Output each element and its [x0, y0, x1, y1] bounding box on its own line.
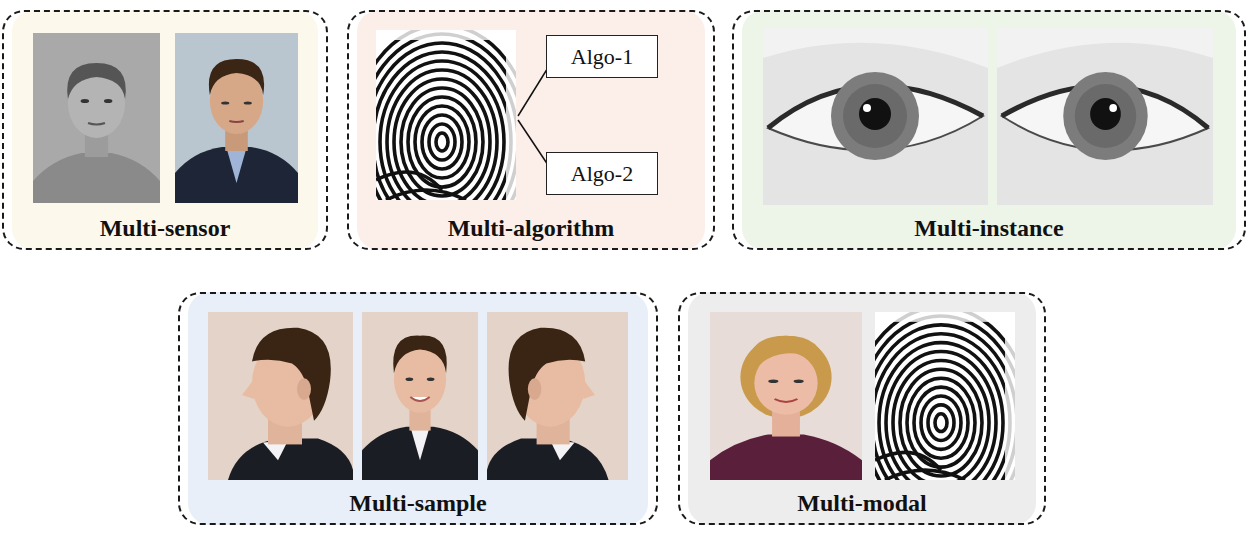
category-label: Multi-instance: [734, 215, 1244, 242]
category-panel: Multi-modal: [678, 292, 1046, 525]
category-label: Multi-sample: [180, 490, 656, 517]
algorithm-box: Algo-2: [546, 152, 658, 195]
category-label: Multi-modal: [680, 490, 1044, 517]
category-panel: Multi-instance: [732, 10, 1246, 250]
category-panel: Multi-sample: [178, 292, 658, 525]
category-label: Multi-algorithm: [349, 215, 713, 242]
algorithm-label: Algo-1: [571, 44, 633, 70]
algorithm-box: Algo-1: [546, 35, 658, 78]
algorithm-label: Algo-2: [571, 161, 633, 187]
category-label: Multi-sensor: [4, 215, 326, 242]
category-panel: Multi-sensor: [2, 10, 328, 250]
category-panel: Multi-algorithm Algo-1Algo-2: [347, 10, 715, 250]
